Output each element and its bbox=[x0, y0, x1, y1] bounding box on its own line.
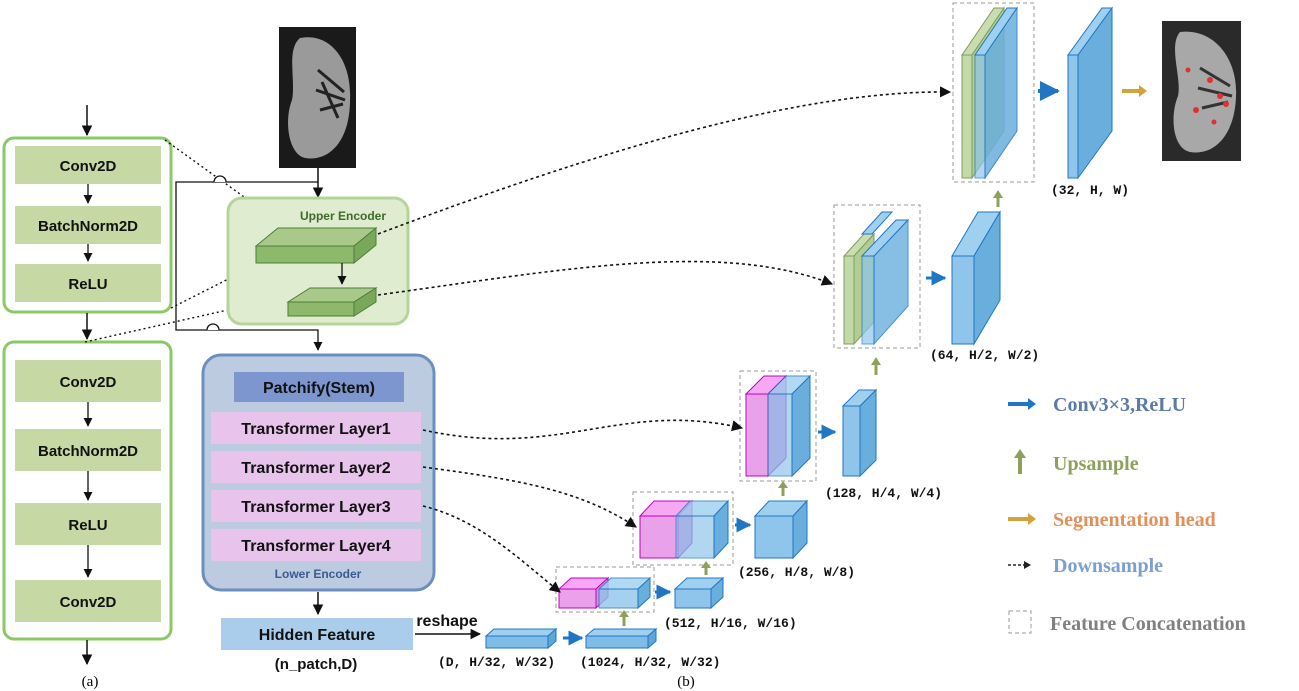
reshape-label: reshape bbox=[416, 613, 477, 630]
caption-b: (b) bbox=[677, 674, 695, 690]
dim-label-128: (128, H/4, W/4) bbox=[825, 486, 942, 501]
conv2d-label: Conv2D bbox=[60, 594, 117, 611]
legend: Conv3×3,ReLU Upsample Segmentation head … bbox=[1008, 394, 1246, 635]
block-a: Conv2D BatchNorm2D ReLU Conv2D BatchNorm… bbox=[2, 105, 173, 690]
decoder: (D, H/32, W/32) (1024, H/32, W/32) (512,… bbox=[438, 2, 1241, 690]
dim-label-d: (D, H/32, W/32) bbox=[438, 655, 555, 670]
upper-encoder: Upper Encoder bbox=[226, 196, 410, 326]
dim-label-64: (64, H/2, W/2) bbox=[930, 348, 1039, 363]
batchnorm2d-label: BatchNorm2D bbox=[38, 218, 138, 235]
hidden-feature-label: Hidden Feature bbox=[259, 627, 376, 644]
hidden-feature-shape: (n_patch,D) bbox=[275, 656, 358, 673]
skip-curves bbox=[377, 86, 952, 593]
transformer-layer-3-label: Transformer Layer3 bbox=[241, 499, 391, 516]
patchify-stem-label: Patchify(Stem) bbox=[263, 380, 375, 397]
transformer-layer-4-label: Transformer Layer4 bbox=[241, 538, 391, 555]
legend-concat-label: Feature Concatenation bbox=[1050, 613, 1246, 635]
caption-a: (a) bbox=[82, 674, 99, 690]
conv2d-label: Conv2D bbox=[60, 374, 117, 391]
input-kidney-image bbox=[279, 27, 356, 168]
dim-label-512: (512, H/16, W/16) bbox=[664, 616, 797, 631]
dim-label-256: (256, H/8, W/8) bbox=[738, 565, 855, 580]
legend-down-label: Downsample bbox=[1053, 555, 1163, 577]
hidden-feature: Hidden Feature (n_patch,D) reshape bbox=[221, 613, 482, 673]
lower-encoder: Patchify(Stem) Transformer Layer1 Transf… bbox=[201, 353, 436, 592]
legend-seg-label: Segmentation head bbox=[1053, 509, 1216, 531]
upper-encoder-title: Upper Encoder bbox=[300, 209, 386, 223]
lower-encoder-title: Lower Encoder bbox=[275, 567, 362, 581]
relu-label: ReLU bbox=[68, 517, 107, 534]
legend-upsample-label: Upsample bbox=[1053, 453, 1139, 475]
legend-conv-label: Conv3×3,ReLU bbox=[1053, 394, 1186, 416]
batchnorm2d-label: BatchNorm2D bbox=[38, 443, 138, 460]
relu-label: ReLU bbox=[68, 276, 107, 293]
transformer-layer-2-label: Transformer Layer2 bbox=[241, 460, 391, 477]
dim-label-1024: (1024, H/32, W/32) bbox=[580, 655, 720, 670]
transformer-layer-1-label: Transformer Layer1 bbox=[241, 421, 391, 438]
dim-label-32: (32, H, W) bbox=[1051, 183, 1129, 198]
conv2d-label: Conv2D bbox=[60, 158, 117, 175]
